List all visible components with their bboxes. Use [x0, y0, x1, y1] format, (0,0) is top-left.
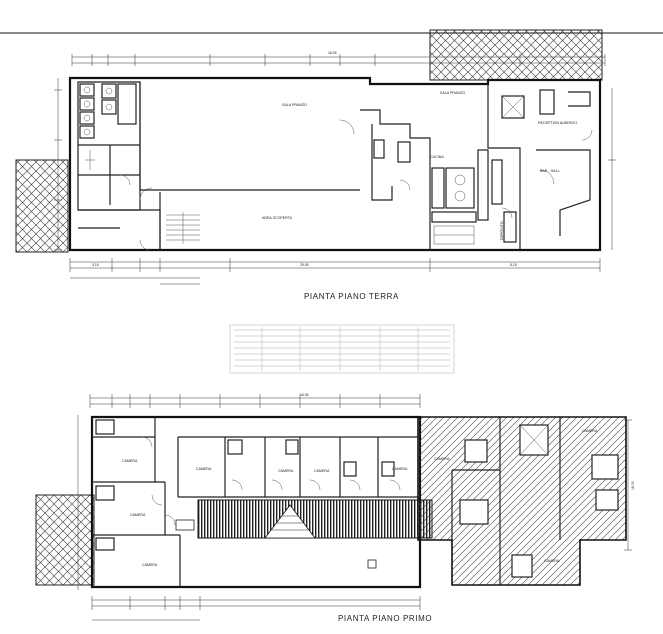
dim-bottom-total: 29.05	[300, 263, 309, 267]
label-camera-8: CAMERA	[582, 429, 598, 433]
ground-floor-plan: SALA PRANZO SALA PRANZO AREA SCOPERTA RE…	[15, 29, 616, 285]
dim-bottom-right: 8.15	[510, 263, 517, 267]
label-sala-pranzo-2: SALA PRANZO	[440, 91, 465, 95]
label-camera-2: CAMERA	[130, 513, 146, 517]
label-camera-3: CAMERA	[142, 563, 158, 567]
label-camera-10: CAMERA	[544, 559, 560, 563]
label-sala-pranzo-1: SALA PRANZO	[282, 103, 307, 107]
first-floor-plan: CAMERA CAMERA CAMERA CAMERA CAMERA CAMER…	[35, 393, 635, 621]
label-cucina: CUCINA	[430, 155, 444, 159]
label-reception: RECEPTION ALBERGO	[538, 121, 577, 125]
label-camera-4: CAMERA	[196, 467, 212, 471]
title-ground-floor: PIANTA PIANO TERRA	[304, 292, 399, 301]
label-deposito: DEPOSITO	[500, 221, 504, 240]
dim-first-top-total: 16.05	[300, 393, 309, 397]
dim-first-right-total: 18.05	[631, 481, 635, 490]
label-camera-1: CAMERA	[122, 459, 138, 463]
dim-top-total: 16.05	[328, 51, 337, 55]
label-camera-7: CAMERA	[392, 467, 408, 471]
label-camera-9: CAMERA	[434, 457, 450, 461]
legend-table	[229, 324, 455, 374]
stair-atrium	[197, 499, 433, 539]
label-area-scoperta: AREA SCOPERTA	[262, 216, 293, 220]
hatch-area-top	[429, 29, 603, 81]
label-camera-6: CAMERA	[314, 469, 330, 473]
first-outer-wall	[90, 415, 422, 589]
hatch-area-left	[15, 159, 69, 253]
title-first-floor: PIANTA PIANO PRIMO	[338, 614, 433, 623]
dim-bottom-left: 3.15	[92, 263, 99, 267]
hatch-area-first-left	[35, 494, 95, 586]
label-camera-5: CAMERA	[278, 469, 294, 473]
label-bar: BAR - HALL	[540, 169, 560, 173]
